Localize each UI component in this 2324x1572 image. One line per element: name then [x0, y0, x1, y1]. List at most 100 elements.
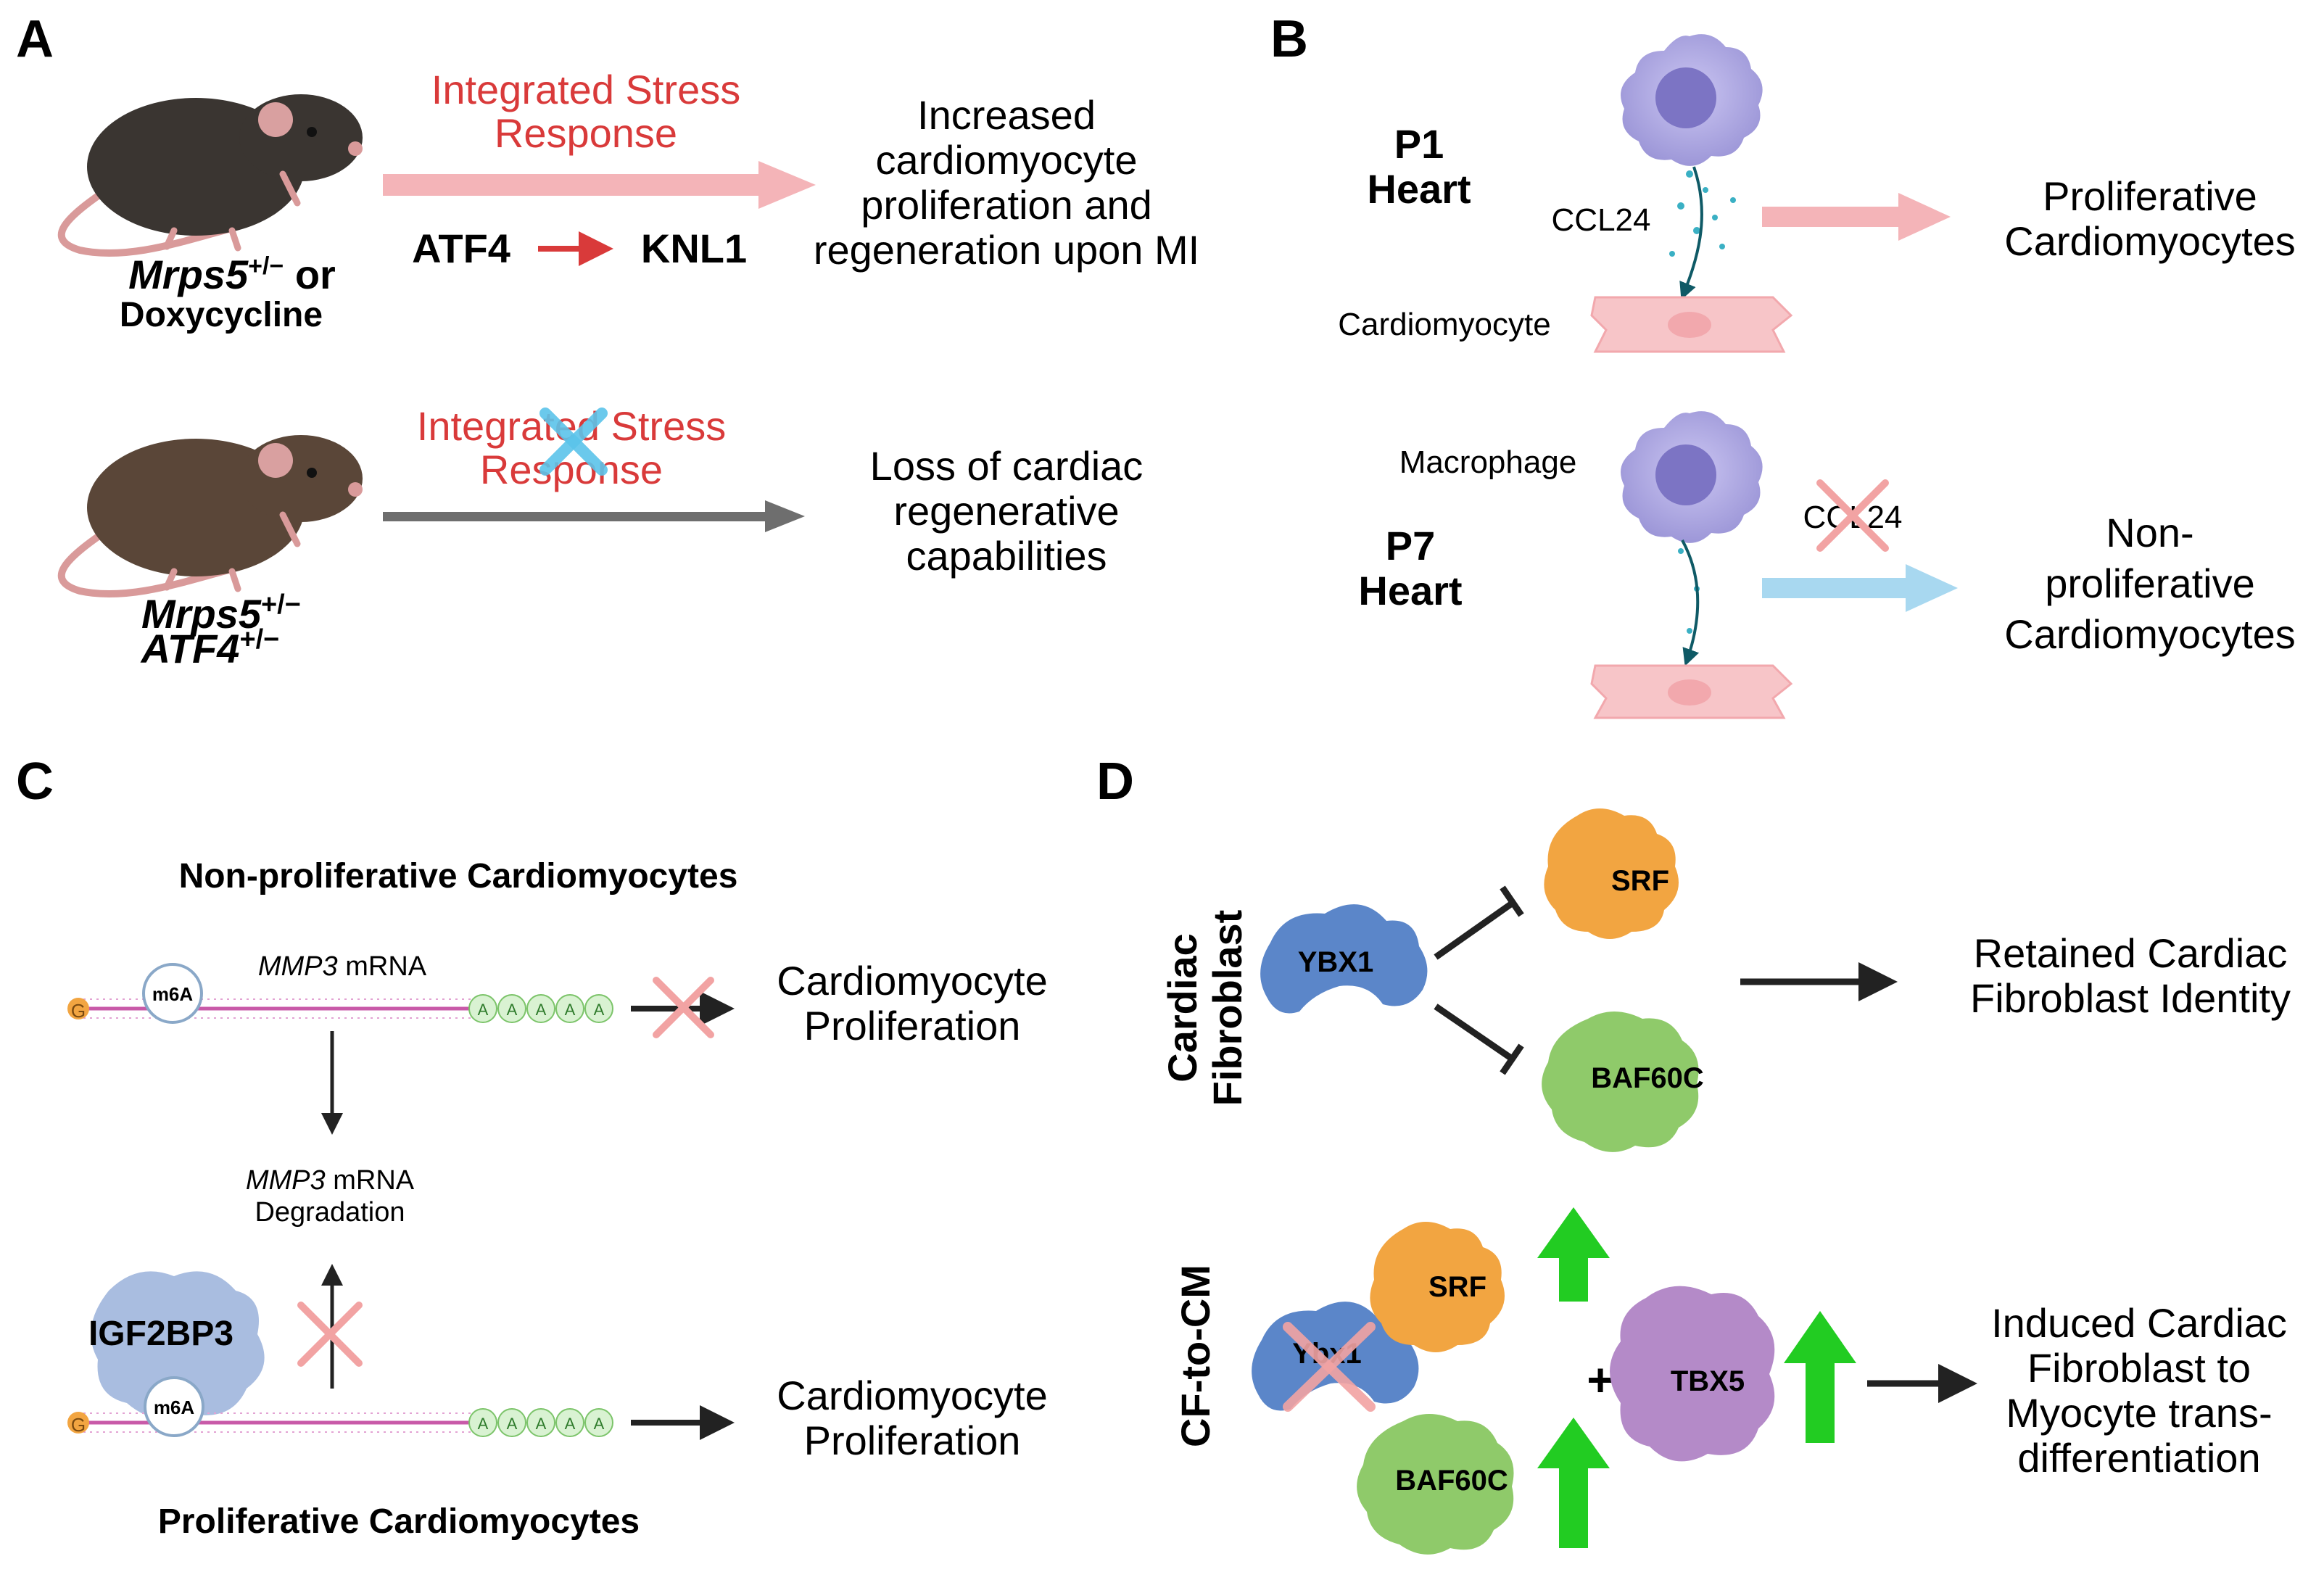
svg-text:A: A [536, 1415, 547, 1433]
degradation-label-line1: MMP3 mRNA [246, 1165, 415, 1196]
svg-text:A: A [565, 1415, 576, 1433]
isr-blocked-cross [539, 408, 608, 476]
outcome-c-bottom-line2: Proliferation [804, 1418, 1021, 1463]
m6a-marker-top [142, 963, 203, 1024]
mrna-label-top: MMP3 mRNA [258, 951, 427, 982]
mrna-cap-top [67, 998, 89, 1019]
ccl24-blocked-cross [1816, 479, 1889, 552]
p7-heart-line1: P7 [1386, 523, 1436, 568]
p7-heart-line2: Heart [1358, 568, 1462, 613]
title-proliferative: Proliferative Cardiomyocytes [158, 1502, 640, 1541]
upregulation-arrow-srf [1537, 1207, 1610, 1302]
outcome-d-bottom-line1: Induced Cardiac [1991, 1300, 2287, 1346]
panel-d-label: D [1096, 753, 1134, 811]
igf2bp3-label: IGF2BP3 [88, 1315, 233, 1353]
outcome-b-top-line2: Cardiomyocytes [2004, 218, 2295, 264]
mouse-genotype-top-line1: Mrps5+/− or [128, 252, 336, 297]
mouse-illustration-bottom [57, 435, 363, 598]
panel-c-label: C [16, 753, 54, 811]
cardiomyocyte-label: Cardiomyocyte [1338, 307, 1550, 342]
igf2bp3-protein [91, 1271, 265, 1420]
outcome-b-top-line1: Proliferative [2043, 173, 2257, 219]
outcome-d-bottom-line3: Myocyte trans- [2006, 1390, 2272, 1436]
srf-protein-bottom [1370, 1222, 1505, 1352]
outcome-d-top-line1: Retained Cardiac [1974, 930, 2288, 976]
srf-label-bottom: SRF [1428, 1271, 1486, 1303]
cardiomyocyte-bottom [1590, 664, 1793, 719]
srf-protein-top [1544, 808, 1679, 939]
outcome-b-bottom-line2: proliferative [2045, 560, 2254, 606]
ccl24-signal-top [1669, 166, 1736, 300]
title-non-proliferative: Non-proliferative Cardiomyocytes [179, 857, 738, 895]
outcome-a-bottom-line2: regenerative [893, 488, 1119, 534]
panel-b-label: B [1270, 10, 1308, 68]
pink-arrow-a-top [383, 161, 816, 209]
mrna-cap-bottom [67, 1412, 89, 1434]
row-label-fibroblast: Fibroblast [1204, 910, 1250, 1106]
m6a-label-bottom: m6A [154, 1397, 195, 1418]
ybx1-label: YBX1 [1298, 946, 1374, 978]
outcome-d-top-line2: Fibroblast Identity [1970, 975, 2291, 1021]
tbx5-protein [1610, 1286, 1775, 1462]
svg-text:A: A [478, 1415, 489, 1433]
upregulation-arrow-tbx5 [1784, 1311, 1856, 1443]
ccl24-label-top: CCL24 [1552, 202, 1651, 238]
blocked-cross-c-top [653, 977, 714, 1038]
outcome-a-top-line4: regeneration upon MI [814, 227, 1199, 273]
svg-text:A: A [536, 1001, 547, 1019]
degradation-label-line2: Degradation [255, 1197, 405, 1228]
upregulation-arrow-baf60c [1537, 1418, 1610, 1548]
inhibition-to-baf60c [1434, 1004, 1524, 1075]
row-label-cardiac: Cardiac [1159, 933, 1205, 1082]
mouse-genotype-bottom-line2: ATF4+/− [140, 624, 280, 671]
svg-text:A: A [594, 1001, 605, 1019]
outcome-a-top-line3: proliferation and [861, 182, 1152, 228]
baf60c-label-bottom: BAF60C [1395, 1465, 1508, 1497]
isr-label-bottom-line2: Response [480, 447, 663, 492]
outcome-c-top-line1: Cardiomyocyte [777, 958, 1047, 1004]
pink-arrow-b-top [1762, 193, 1951, 241]
baf60c-protein-bottom [1357, 1414, 1514, 1555]
panel-a-label: A [16, 10, 54, 68]
svg-text:A: A [594, 1415, 605, 1433]
mrna-cap-bottom-letter: G [71, 1414, 86, 1436]
macrophage-top [1621, 34, 1763, 166]
outcome-b-bottom-line3: Cardiomyocytes [2004, 611, 2295, 657]
outcome-a-top-line2: cardiomyocyte [875, 137, 1137, 183]
isr-label-top-line1: Integrated Stress [431, 67, 740, 112]
mrna-strand-bottom [83, 1412, 471, 1433]
gene-atf4: ATF4 [412, 226, 510, 271]
srf-label-top: SRF [1611, 865, 1669, 897]
macrophage-bottom [1621, 411, 1763, 543]
outcome-a-bottom-line1: Loss of cardiac [870, 443, 1144, 489]
mouse-genotype-bottom-line1: Mrps5+/− [141, 590, 301, 637]
gene-knl1: KNL1 [641, 226, 747, 271]
ybx1-knockdown-cross [1283, 1322, 1376, 1412]
row-label-cf-to-cm: CF-to-CM [1173, 1265, 1218, 1447]
outcome-d-bottom-line4: differentiation [2017, 1435, 2260, 1481]
plus-sign: + [1587, 1354, 1613, 1406]
blue-arrow-b-bottom [1762, 564, 1958, 612]
isr-label-top-line2: Response [495, 110, 677, 156]
blocked-cross-c-degradation [297, 1302, 363, 1367]
outcome-a-bottom-line3: capabilities [906, 533, 1107, 579]
m6a-label-top: m6A [152, 983, 194, 1005]
polya-tail-bottom: A A A A A [468, 1408, 613, 1437]
outcome-c-top-line2: Proliferation [804, 1003, 1021, 1048]
p1-heart-line1: P1 [1394, 121, 1444, 167]
cardiomyocyte-top [1590, 296, 1793, 353]
tbx5-label: TBX5 [1671, 1365, 1745, 1397]
panel-b: B P1 Heart CCL24 Cardiomyocyte Prolifera… [1270, 10, 2296, 719]
outcome-a-top-line1: Increased [917, 92, 1096, 138]
polya-tail-top: A A A A A [468, 994, 613, 1023]
ybx1-protein-top [1260, 904, 1428, 1014]
outcome-d-bottom-line2: Fibroblast to [2027, 1345, 2251, 1391]
macrophage-label: Macrophage [1399, 444, 1577, 480]
svg-text:A: A [565, 1001, 576, 1019]
mouse-genotype-top-line2: Doxycycline [120, 296, 323, 334]
panel-a: A Mrps5+/− or Doxycycline Integrated Str… [16, 10, 1199, 671]
panel-d: D Cardiac Fibroblast YBX1 SRF BAF60C Ret… [1096, 753, 2291, 1555]
outcome-c-bottom-line1: Cardiomyocyte [777, 1373, 1047, 1418]
svg-text:A: A [507, 1415, 518, 1433]
